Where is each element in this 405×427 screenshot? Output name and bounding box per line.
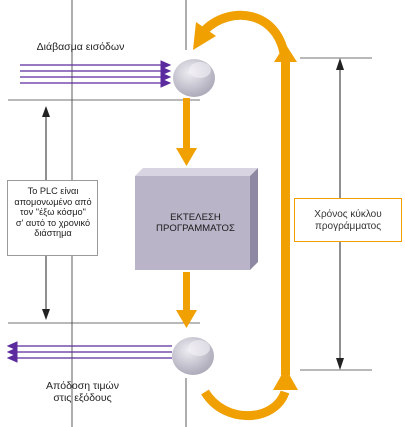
write-outputs-label: Απόδοση τιμών στις εξόδους: [25, 380, 140, 404]
isolation-line5: διάστημα: [34, 228, 72, 239]
down-arrow-lower: [176, 272, 197, 328]
bottom-loop-arrowhead: [273, 368, 298, 390]
execute-line2: ΠΡΟΓΡΑΜΜΑΤΟΣ: [156, 223, 235, 235]
down-arrow-upper: [176, 98, 197, 166]
cycle-line1: Χρόνος κύκλου: [314, 209, 382, 220]
isolation-note-label: Το PLC είναι απομονωμένο από τον "έξω κό…: [9, 186, 97, 239]
isolation-line4: σ' αυτό το χρονικό: [15, 217, 91, 228]
execute-program-label: ΕΚΤΕΛΕΣΗ ΠΡΟΓΡΑΜΜΑΤΟΣ: [138, 212, 253, 234]
cycle-line2: προγράμματος: [314, 220, 382, 232]
isolation-line2: απομονωμένο από: [14, 196, 92, 207]
read-inputs-label: Διάβασμα εισόδων: [36, 41, 125, 53]
write-outputs-line2: στις εξόδους: [53, 392, 112, 405]
cycle-time-label: Χρόνος κύκλου προγράμματος: [296, 209, 400, 232]
isolation-line1: Το PLC είναι: [27, 186, 79, 196]
output-scan-ellipse: [172, 337, 214, 375]
isolation-note-box: [7, 180, 98, 256]
arrows-left-icon: [6, 341, 172, 363]
cycle-time-box: [294, 198, 402, 242]
isolation-line3: τον "έξω κόσμο": [20, 207, 86, 218]
top-loop-arc: [201, 10, 290, 61]
execute-line1: ΕΚΤΕΛΕΣΗ: [170, 212, 221, 223]
input-scan-ellipse: [173, 59, 215, 97]
execute-program-box: [135, 168, 258, 270]
write-outputs-line1: Απόδοση τιμών: [46, 380, 119, 392]
arrows-right-icon: [20, 60, 172, 88]
bottom-loop-arc: [201, 389, 290, 421]
top-loop-arrowhead: [193, 22, 216, 50]
